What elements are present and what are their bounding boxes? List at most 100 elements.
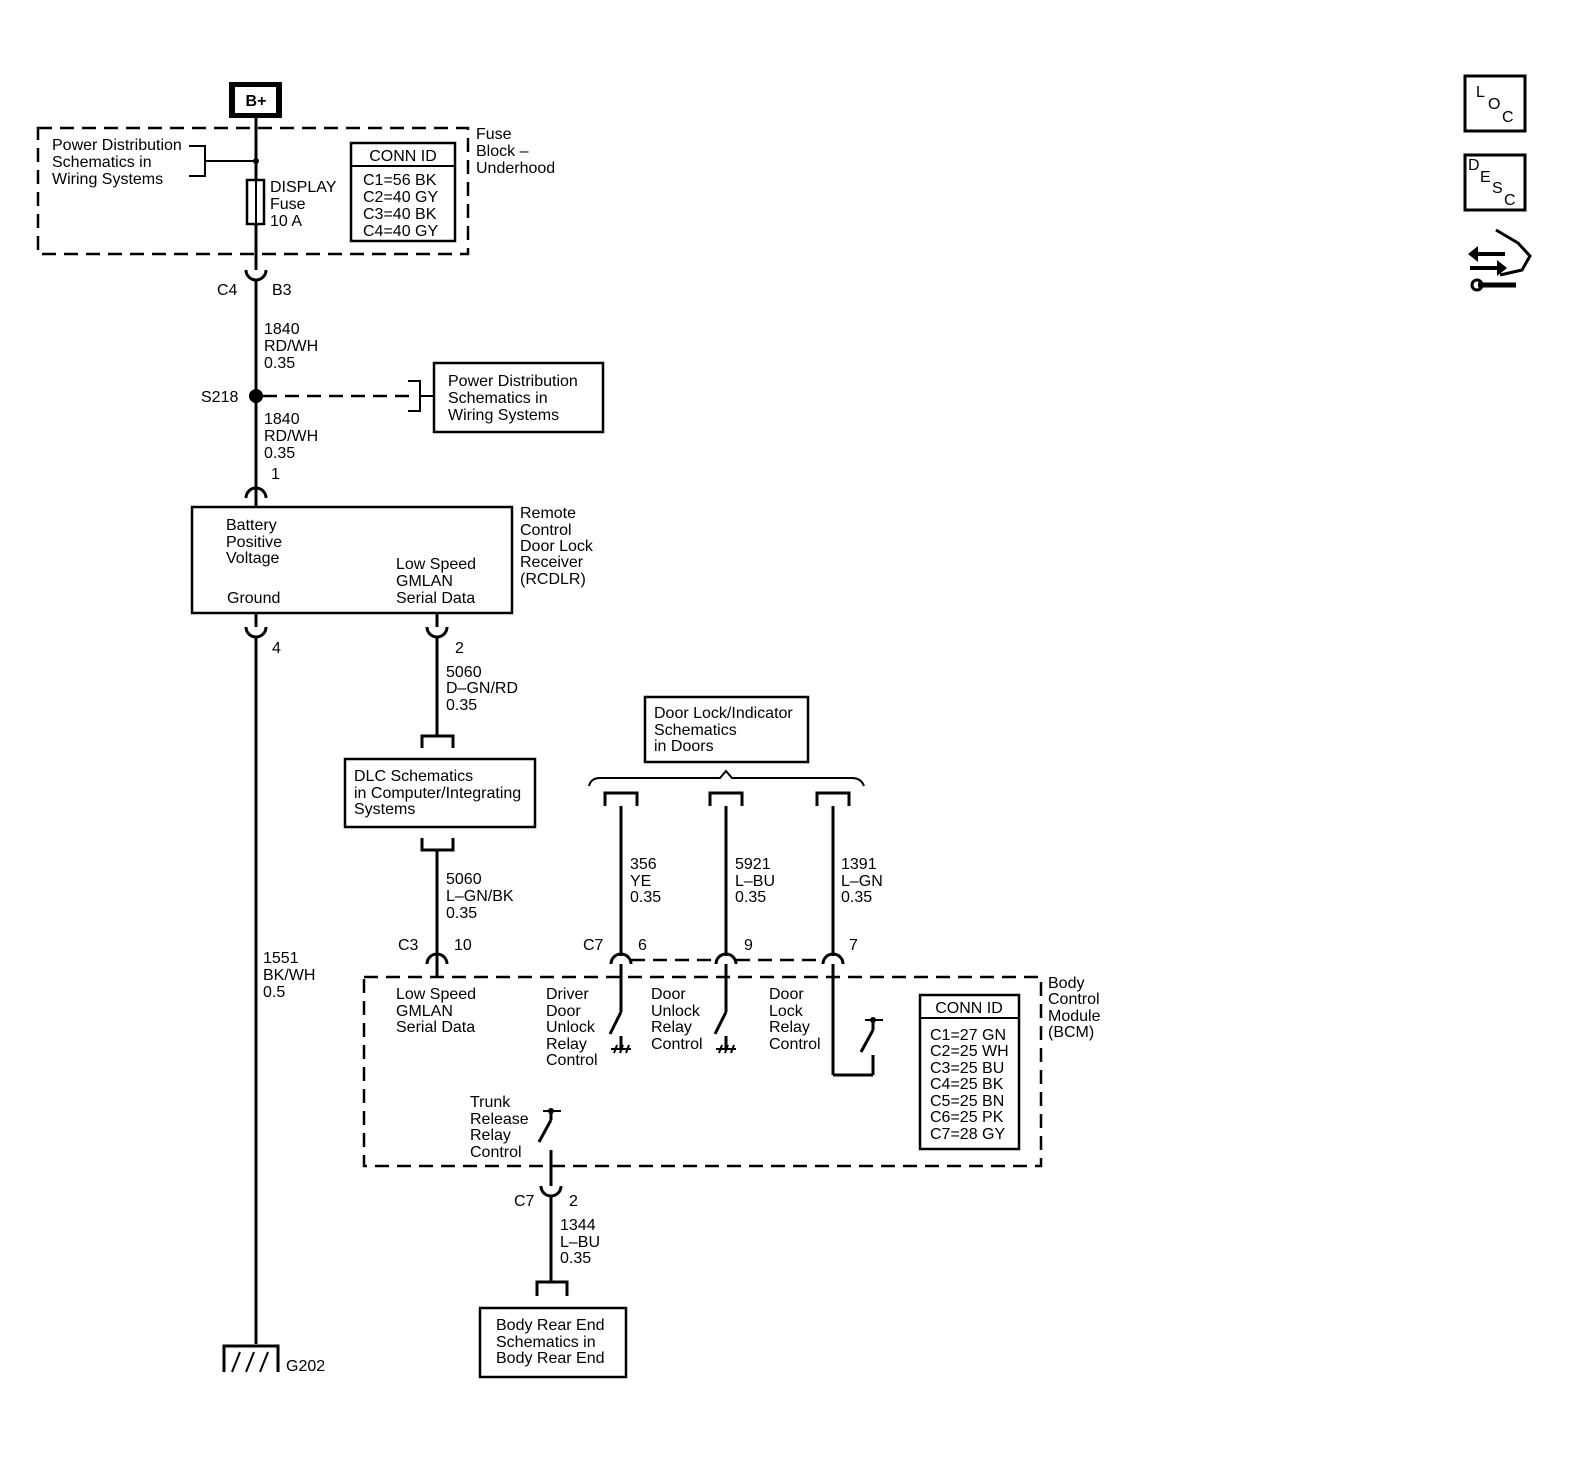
connector-c4-b3: C4 B3 (217, 262, 292, 299)
bcm-dl-1: Door (769, 986, 804, 1003)
ground-g202: G202 (222, 1344, 325, 1375)
wire-b-size: 0.35 (264, 445, 295, 462)
b3-label: B3 (272, 282, 292, 299)
s218-label: S218 (201, 389, 238, 406)
desc-letter-e: E (1480, 169, 1491, 186)
rear-ref-1: Body Rear End (496, 1317, 605, 1334)
fuse-conn-3: C3=40 BK (363, 206, 437, 223)
door-ref-1: Door Lock/Indicator (654, 705, 793, 722)
splice-s218: S218 (201, 380, 434, 412)
fuse-block-name-3: Underhood (476, 160, 555, 177)
rcdlr-module: Battery Positive Voltage Low Speed GMLAN… (190, 505, 594, 615)
fuse-conn-4: C4=40 GY (363, 223, 438, 240)
bcm-du-5: Control (546, 1052, 598, 1069)
bcm-pin-6: 6 (638, 937, 647, 954)
wire-a-size: 0.35 (264, 355, 295, 372)
rcdlr-pin-2: 2 (455, 640, 464, 657)
b-plus-label: B+ (246, 93, 267, 110)
fuse-ref-3: Wiring Systems (52, 171, 163, 188)
wire-5921-num: 5921 (735, 856, 771, 873)
bcm-conn-title: CONN ID (935, 1000, 1003, 1017)
power-distribution-ref-box: Power Distribution Schematics in Wiring … (432, 361, 605, 434)
wire-1391-num: 1391 (841, 856, 877, 873)
wire-gnd-size: 0.5 (263, 984, 285, 1001)
bcm-conn-2: C2=25 WH (930, 1043, 1009, 1060)
wire-1344-color: L–BU (560, 1234, 600, 1251)
fuse-conn-title: CONN ID (369, 148, 437, 165)
bcm-pin-2: 2 (569, 1193, 578, 1210)
wire-b-num: 1840 (264, 411, 300, 428)
door-ref-brace (588, 769, 865, 787)
door-lock-ref-box: Door Lock/Indicator Schematics in Doors (643, 695, 810, 764)
desc-icon[interactable]: D E S C (1463, 153, 1527, 212)
bcm-conn-4: C4=25 BK (930, 1076, 1004, 1093)
wire-c-size: 0.35 (446, 697, 477, 714)
dlc-ref-1: DLC Schematics (354, 768, 473, 785)
rear-ref-3: Body Rear End (496, 1350, 605, 1367)
b-plus-terminal: B+ (229, 82, 282, 118)
bcm-conn-5: C5=25 BN (930, 1093, 1004, 1110)
loc-icon[interactable]: L O C (1463, 74, 1527, 133)
bcm-c7-label: C7 (583, 937, 604, 954)
pd-ref-3: Wiring Systems (448, 407, 559, 424)
dlc-ref-2: in Computer/Integrating (354, 785, 521, 802)
diagnostic-tool-icon[interactable] (1468, 228, 1532, 292)
rcdlr-pin-1: 1 (271, 466, 280, 483)
wire-356-size: 0.35 (630, 889, 661, 906)
rcdlr-batt-1: Battery (226, 517, 277, 534)
fuse-ref-2: Schematics in (52, 154, 152, 171)
wire-a-color: RD/WH (264, 338, 318, 355)
wire-gnd-num: 1551 (263, 950, 299, 967)
rcdlr-name-4: Receiver (520, 554, 584, 571)
body-rear-end-ref-box: Body Rear End Schematics in Body Rear En… (478, 1306, 628, 1379)
desc-letter-c: C (1504, 192, 1516, 209)
trunk-release-relay-switch (537, 1108, 561, 1186)
rcdlr-batt-2: Positive (226, 534, 282, 551)
desc-letter-s: S (1492, 180, 1503, 197)
wire-b-color: RD/WH (264, 428, 318, 445)
bcm-trunk-3: Relay (470, 1127, 511, 1144)
bcm-module: Low Speed GMLAN Serial Data Driver Door … (362, 975, 1101, 1168)
fuse-conn-1: C1=56 BK (363, 172, 437, 189)
wire-a-num: 1840 (264, 321, 300, 338)
bcm-dl-4: Control (769, 1036, 821, 1053)
bcm-conn-1: C1=27 GN (930, 1027, 1006, 1044)
loc-letter-c: C (1502, 109, 1514, 126)
wire-1344-num: 1344 (560, 1217, 596, 1234)
wire-d-num: 5060 (446, 871, 482, 888)
bcm-dul-1: Door (651, 986, 686, 1003)
rcdlr-gmlan-3: Serial Data (396, 590, 475, 607)
bcm-name-1: Body (1048, 975, 1084, 992)
bcm-c7b-label: C7 (514, 1193, 535, 1210)
door-ref-3: in Doors (654, 738, 714, 755)
bcm-du-1: Driver (546, 986, 589, 1003)
wire-5921-size: 0.35 (735, 889, 766, 906)
wire-1391-size: 0.35 (841, 889, 872, 906)
fuse-conn-2: C2=40 GY (363, 189, 438, 206)
bcm-conn-3: C3=25 BU (930, 1060, 1004, 1077)
bcm-gmlan-2: GMLAN (396, 1003, 453, 1020)
fuse-ref-bracket (189, 145, 206, 177)
rcdlr-name-1: Remote (520, 505, 576, 522)
wire-d-color: L–GN/BK (446, 888, 514, 905)
bcm-pin-9: 9 (744, 937, 753, 954)
pd-ref-bracket (408, 380, 421, 412)
bcm-gmlan-3: Serial Data (396, 1019, 475, 1036)
rcdlr-name-3: Door Lock (520, 538, 594, 555)
bcm-trunk-4: Control (470, 1144, 522, 1161)
rcdlr-name-5: (RCDLR) (520, 571, 586, 588)
fuse-block-underhood: Fuse Block – Underhood Power Distributio… (36, 118, 555, 262)
bcm-trunk-2: Release (470, 1111, 529, 1128)
wire-1391-color: L–GN (841, 873, 883, 890)
rcdlr-gmlan-2: GMLAN (396, 573, 453, 590)
bcm-conn-7: C7=28 GY (930, 1126, 1005, 1143)
loc-letter-o: O (1488, 96, 1500, 113)
bcm-trunk-1: Trunk (470, 1094, 511, 1111)
fuse-conn-id-box (349, 141, 457, 243)
bcm-du-4: Relay (546, 1036, 587, 1053)
fuse-ref-1: Power Distribution (52, 137, 182, 154)
g202-label: G202 (286, 1358, 325, 1375)
rcdlr-ground: Ground (227, 590, 280, 607)
driver-unlock-relay-switch (608, 964, 631, 1054)
